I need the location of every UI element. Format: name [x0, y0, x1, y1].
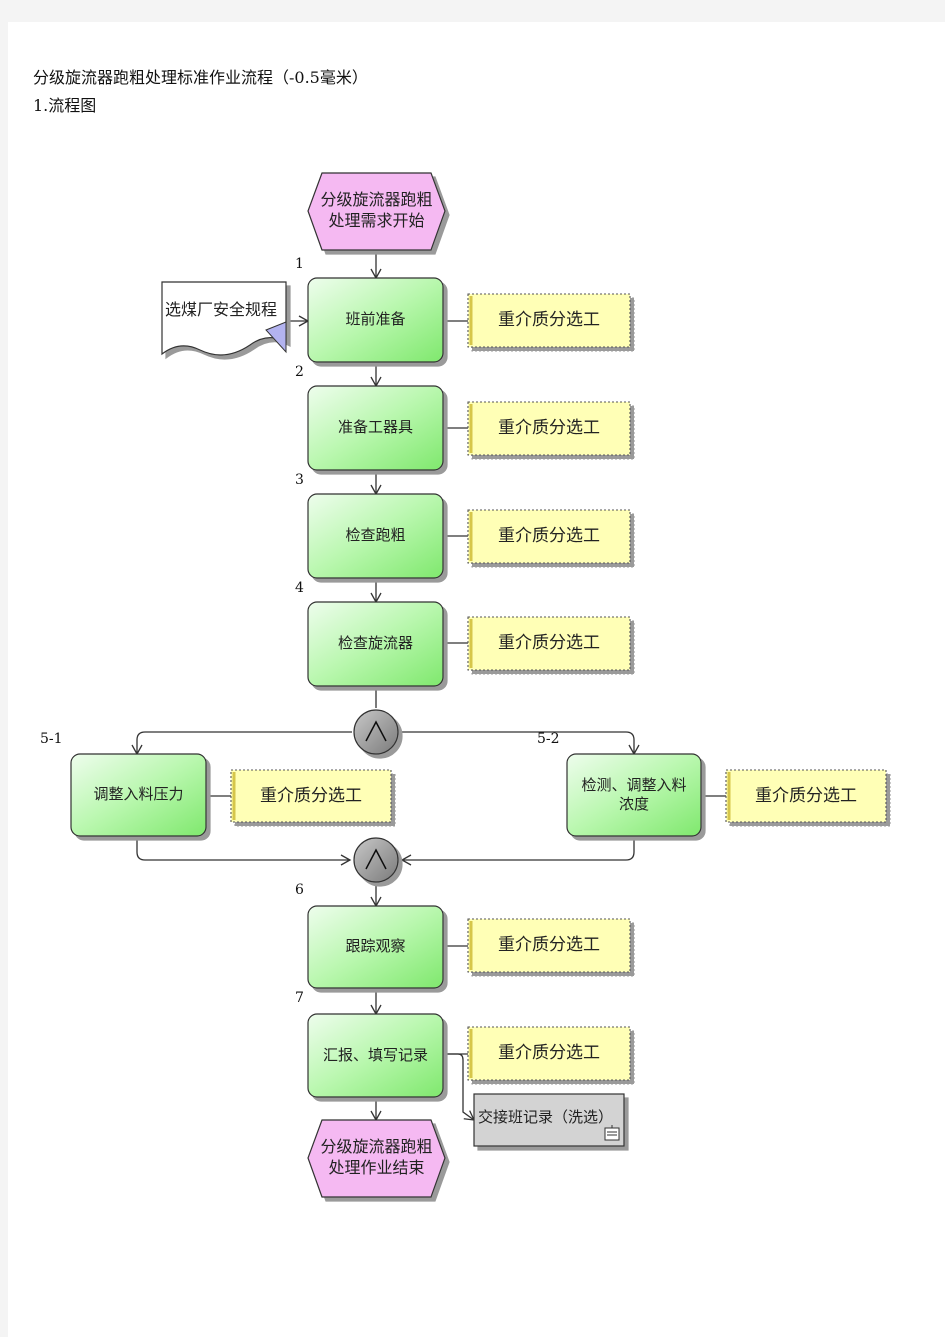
role-label: 重介质分选工 [498, 935, 600, 956]
step-number: 5-2 [537, 731, 560, 747]
role-box-7 [467, 1026, 631, 1081]
process-box-2 [307, 385, 444, 471]
and-connector-icon [353, 709, 399, 755]
role-label: 重介质分选工 [498, 1043, 600, 1064]
section-heading: 1.流程图 [33, 96, 97, 115]
role-box-6 [467, 918, 631, 973]
process-label: 准备工器具 [337, 418, 413, 437]
role-box-1 [467, 293, 631, 348]
process-box-5-2 [566, 753, 702, 837]
role-box-5-2 [725, 769, 887, 823]
output-record-label: 交接班记录（洗选） [478, 1108, 614, 1127]
step-number: 6 [295, 882, 304, 898]
step-number: 7 [295, 990, 304, 1006]
output-record-shape [473, 1093, 625, 1147]
process-box-6 [307, 905, 444, 989]
process-box-7 [307, 1013, 444, 1098]
role-box-4 [467, 616, 631, 671]
process-label: 跟踪观察 [345, 937, 406, 956]
start-event-label: 分级旋流器跑粗处理需求开始 [320, 190, 433, 230]
role-label: 重介质分选工 [260, 785, 362, 806]
role-box-accents [232, 296, 731, 1078]
role-label: 重介质分选工 [498, 310, 600, 331]
connector-lines [131, 233, 726, 1122]
step-number: 4 [295, 580, 304, 596]
process-box-1 [307, 277, 444, 363]
end-event-label: 分级旋流器跑粗处理作业结束 [320, 1137, 433, 1177]
role-label: 重介质分选工 [498, 633, 600, 654]
record-file-icon [604, 1125, 620, 1141]
process-label: 调整入料压力 [93, 785, 184, 804]
input-document-label: 选煤厂安全规程 [165, 299, 278, 319]
start-event-shape [307, 172, 446, 251]
process-label: 检查跑粗 [345, 526, 406, 545]
role-box-3 [467, 509, 631, 564]
and-connector-icon [353, 837, 399, 883]
role-box-5-1 [230, 769, 392, 823]
process-box-4 [307, 601, 444, 687]
step-number: 2 [295, 364, 304, 380]
process-label: 检查旋流器 [337, 634, 413, 653]
process-label: 班前准备 [345, 310, 406, 329]
role-box-2 [467, 401, 631, 456]
process-box-5-1 [70, 753, 207, 837]
process-box-3 [307, 493, 444, 579]
process-label: 检测、调整入料浓度 [581, 775, 687, 814]
step-number: 5-1 [40, 731, 63, 747]
role-label: 重介质分选工 [755, 785, 857, 806]
process-label: 汇报、填写记录 [322, 1045, 428, 1064]
step-number: 3 [295, 472, 304, 488]
end-event-shape [307, 1119, 446, 1198]
page-title: 分级旋流器跑粗处理标准作业流程（-0.5毫米） [33, 68, 368, 87]
step-number: 1 [295, 256, 304, 272]
role-label: 重介质分选工 [498, 526, 600, 547]
role-label: 重介质分选工 [498, 418, 600, 439]
